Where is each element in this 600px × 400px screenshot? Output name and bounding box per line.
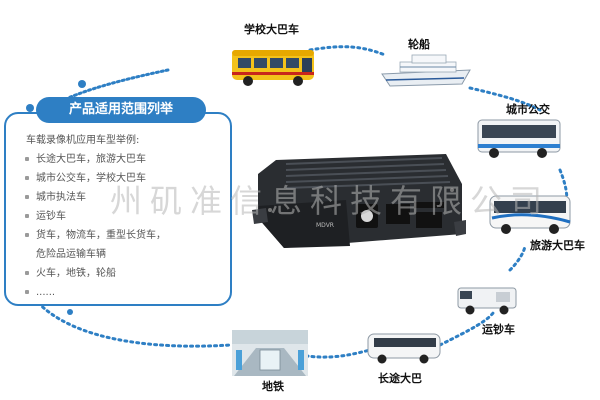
coach-label: 长途大巴 [378,372,422,385]
cash-truck-image [457,287,517,315]
coach-image [367,333,441,364]
device-label: MDVR [316,222,334,229]
watermark: 州矶准信息科技有限公司 [110,182,551,220]
list-item: 城市公交车，学校大巴车 [22,169,166,188]
list-item: 货车，物流车，重型长货车， [22,226,166,245]
list-item: 火车，地铁，轮船 [22,264,166,283]
list-item: 城市执法车 [22,188,166,207]
ship-image [381,54,471,87]
list-item: 长途大巴车，旅游大巴车 [22,150,166,169]
panel-title: 产品适用范围列举 [36,97,206,123]
cash-truck-label: 运钞车 [482,323,515,336]
tour-bus-image [489,195,571,234]
tour-bus-label: 旅游大巴车 [530,239,585,252]
subway-label: 地铁 [262,380,284,393]
application-panel [4,112,232,306]
school-bus-label: 学校大巴车 [244,23,299,36]
school-bus-image [232,50,314,86]
list-item: 运钞车 [22,207,166,226]
mdvr-device-image [252,154,466,248]
city-bus-image [477,119,561,158]
panel-intro: 车载录像机应用车型举例: [26,135,140,146]
list-item: ...... [22,283,166,302]
list-item: 危险品运输车辆 [36,249,106,260]
vehicle-type-list: 长途大巴车，旅游大巴车 城市公交车，学校大巴车 城市执法车 运钞车 货车，物流车… [22,150,166,302]
ship-label: 轮船 [408,38,430,51]
city-bus-label: 城市公交 [506,103,550,116]
subway-image [232,330,308,376]
